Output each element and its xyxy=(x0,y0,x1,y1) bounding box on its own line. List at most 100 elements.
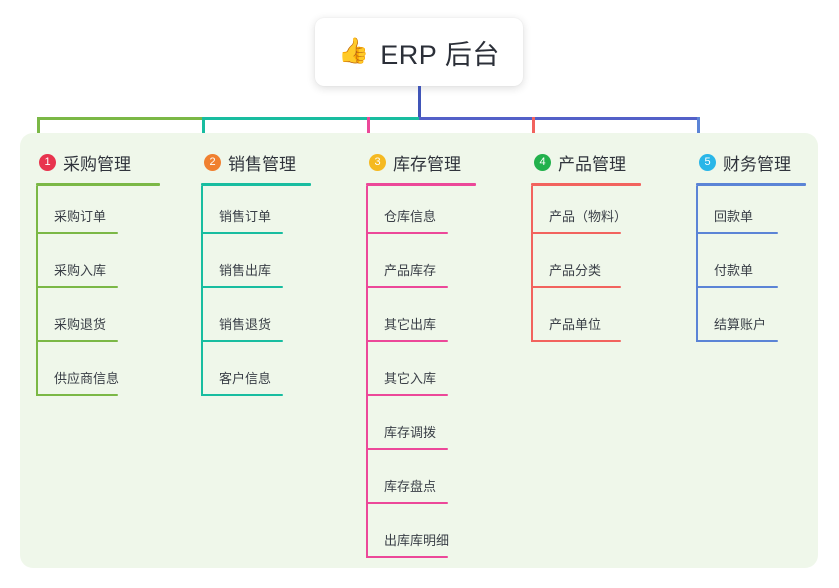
branch-item[interactable]: 采购退货 xyxy=(18,294,160,348)
branch-rule-5 xyxy=(696,183,806,186)
branch-item-rule xyxy=(366,394,448,396)
branch-item[interactable]: 采购入库 xyxy=(18,240,160,294)
connector-bus-green xyxy=(37,117,203,120)
branch-badge-1: 1 xyxy=(39,153,56,171)
branch-item-label: 供应商信息 xyxy=(54,371,120,386)
branch-item-rule xyxy=(366,286,448,288)
branch-title-4: 产品管理 xyxy=(558,154,626,174)
branch-item-rule xyxy=(201,340,283,342)
branch-item-rule xyxy=(36,286,118,288)
branch-item-label: 其它入库 xyxy=(384,371,437,386)
branch-item[interactable]: 产品分类 xyxy=(513,240,641,294)
connector-bus-blue xyxy=(419,117,699,120)
branch-title-5: 财务管理 xyxy=(723,154,791,174)
branch-column-1: 1 采购管理采购订单采购入库采购退货供应商信息 xyxy=(18,145,160,402)
root-node-title: ERP 后台 xyxy=(380,39,500,70)
branch-item-label: 销售退货 xyxy=(219,317,272,332)
branch-item-label: 回款单 xyxy=(714,209,754,224)
branch-item-rule xyxy=(531,286,621,288)
root-node-card[interactable]: 👍 ERP 后台 xyxy=(315,18,523,86)
branch-title-1: 采购管理 xyxy=(63,154,131,174)
thumbs-up-icon: 👍 xyxy=(338,36,370,65)
branch-item-rule xyxy=(696,286,778,288)
branch-item[interactable]: 库存调拨 xyxy=(348,402,476,456)
branch-item-label: 产品库存 xyxy=(384,263,437,278)
branch-items-4: 产品（物料） 产品分类产品单位 xyxy=(513,186,641,348)
branch-header-3[interactable]: 3 库存管理 xyxy=(348,145,476,179)
branch-item-label: 销售订单 xyxy=(219,209,272,224)
branch-item[interactable]: 仓库信息 xyxy=(348,186,476,240)
branch-column-3: 3 库存管理仓库信息产品库存其它出库其它入库库存调拨库存盘点出库库明细 xyxy=(348,145,476,564)
branch-item-label: 采购入库 xyxy=(54,263,107,278)
diagram-canvas: 1 采购管理采购订单采购入库采购退货供应商信息 2 销售管理销售订单销售出库销售退货客… xyxy=(20,133,818,568)
connector-drop-5 xyxy=(697,117,700,145)
branch-item[interactable]: 客户信息 xyxy=(183,348,311,402)
branch-item-label: 付款单 xyxy=(714,263,754,278)
branch-badge-5: 5 xyxy=(699,153,716,171)
branch-item[interactable]: 供应商信息 xyxy=(18,348,160,402)
branch-item-label: 采购退货 xyxy=(54,317,107,332)
branch-rule-1 xyxy=(36,183,160,186)
branch-item[interactable]: 出库库明细 xyxy=(348,510,476,564)
branch-item[interactable]: 产品（物料） xyxy=(513,186,641,240)
branch-item[interactable]: 产品单位 xyxy=(513,294,641,348)
branch-item-label: 库存调拨 xyxy=(384,425,437,440)
branch-item[interactable]: 销售退货 xyxy=(183,294,311,348)
branch-item-label: 产品分类 xyxy=(549,263,602,278)
branch-item-rule xyxy=(366,556,448,558)
branch-stem-1 xyxy=(36,186,38,396)
branch-item-label: 库存盘点 xyxy=(384,479,437,494)
branch-item[interactable]: 其它出库 xyxy=(348,294,476,348)
branch-item-rule xyxy=(531,232,621,234)
branch-item-rule xyxy=(531,340,621,342)
branch-item[interactable]: 销售订单 xyxy=(183,186,311,240)
branch-item[interactable]: 付款单 xyxy=(678,240,806,294)
connector-drop-2 xyxy=(202,117,205,145)
connector-drop-4 xyxy=(532,117,535,145)
branch-item-label: 仓库信息 xyxy=(384,209,437,224)
branch-item[interactable]: 产品库存 xyxy=(348,240,476,294)
branch-items-2: 销售订单销售出库销售退货客户信息 xyxy=(183,186,311,402)
branch-rule-3 xyxy=(366,183,476,186)
connector-drop-1 xyxy=(37,117,40,145)
branch-item-rule xyxy=(36,394,118,396)
branch-badge-2: 2 xyxy=(204,153,221,171)
branch-item[interactable]: 采购订单 xyxy=(18,186,160,240)
branch-item-rule xyxy=(696,340,778,342)
branch-item[interactable]: 库存盘点 xyxy=(348,456,476,510)
branch-item-label: 结算账户 xyxy=(714,317,767,332)
branch-item-rule xyxy=(36,232,118,234)
branch-item-label: 出库库明细 xyxy=(384,533,450,548)
branch-item-label: 产品单位 xyxy=(549,317,602,332)
branch-item-rule xyxy=(201,394,283,396)
branch-item-rule xyxy=(366,502,448,504)
branch-item-label: 销售出库 xyxy=(219,263,272,278)
branch-item-rule xyxy=(696,232,778,234)
branch-item-rule xyxy=(201,232,283,234)
branch-item-rule xyxy=(366,448,448,450)
branch-badge-3: 3 xyxy=(369,153,386,171)
branch-header-2[interactable]: 2 销售管理 xyxy=(183,145,311,179)
branch-stem-4 xyxy=(531,186,533,342)
branch-item[interactable]: 回款单 xyxy=(678,186,806,240)
branch-rule-4 xyxy=(531,183,641,186)
branch-item-label: 其它出库 xyxy=(384,317,437,332)
branch-item[interactable]: 销售出库 xyxy=(183,240,311,294)
connector-root-trunk xyxy=(418,86,421,120)
branch-item-label: 产品（物料） xyxy=(549,209,628,224)
branch-items-5: 回款单付款单结算账户 xyxy=(678,186,806,348)
branch-column-2: 2 销售管理销售订单销售出库销售退货客户信息 xyxy=(183,145,311,402)
branch-stem-2 xyxy=(201,186,203,396)
branch-title-2: 销售管理 xyxy=(228,154,296,174)
branch-item[interactable]: 结算账户 xyxy=(678,294,806,348)
branch-stem-5 xyxy=(696,186,698,342)
connector-drop-3 xyxy=(367,117,370,145)
connector-bus-teal xyxy=(203,117,420,120)
branch-header-5[interactable]: 5 财务管理 xyxy=(678,145,806,179)
branch-item[interactable]: 其它入库 xyxy=(348,348,476,402)
branch-title-3: 库存管理 xyxy=(393,154,461,174)
branch-item-rule xyxy=(366,232,448,234)
branch-header-1[interactable]: 1 采购管理 xyxy=(18,145,160,179)
